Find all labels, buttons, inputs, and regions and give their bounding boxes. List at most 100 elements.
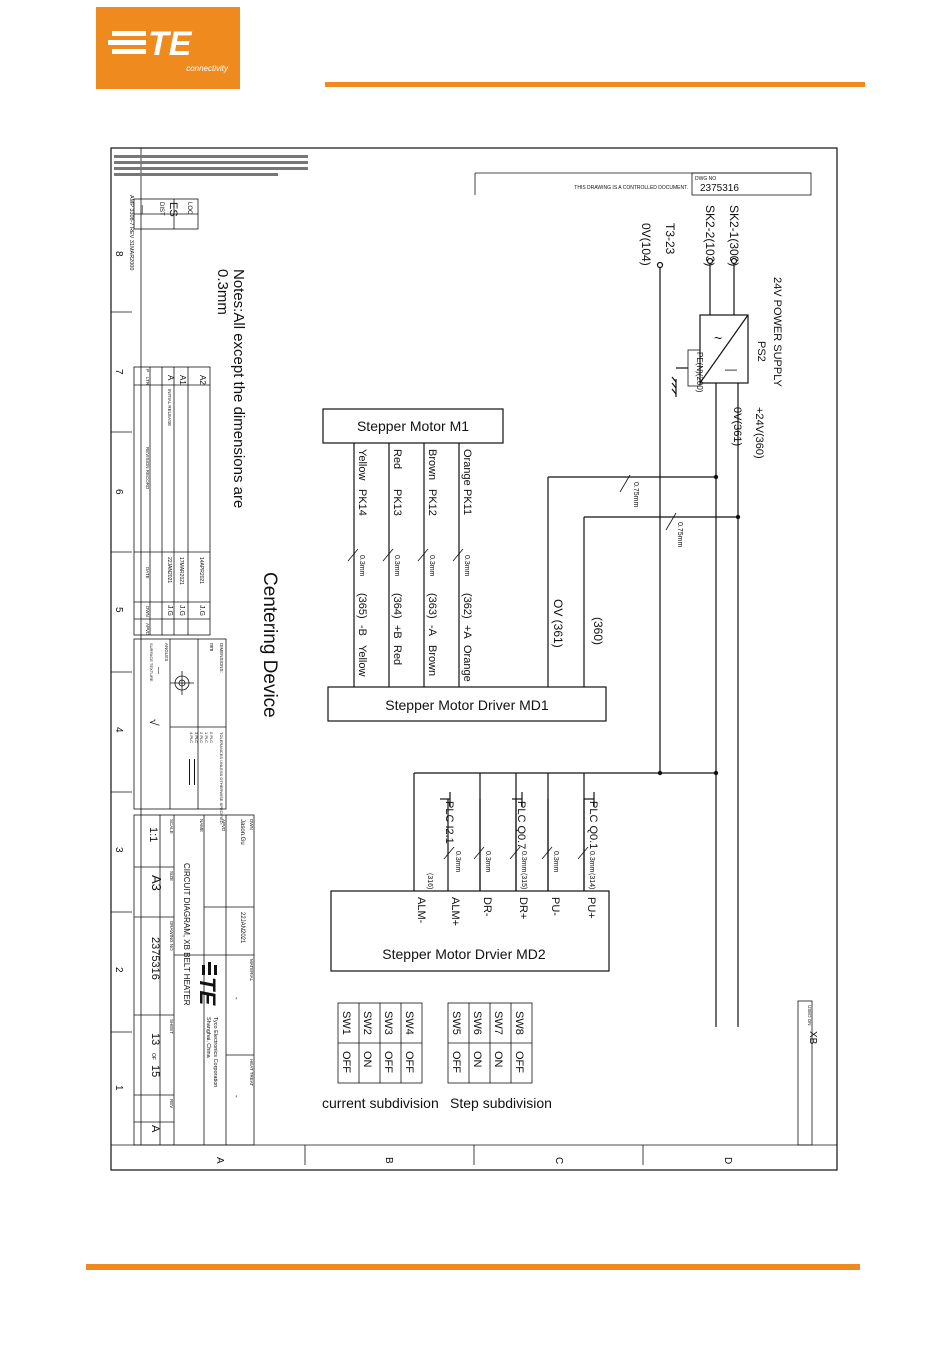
loc-label: LOC: [186, 202, 192, 215]
dimensions-unit: mm: [208, 643, 214, 651]
controlled-document-note: THIS DRAWING IS A CONTROLLED DOCUMENT.: [574, 185, 688, 191]
pin-pu-plus: PU+: [585, 897, 597, 919]
wire-yellow-size: 0.3mm: [358, 555, 365, 577]
wire-brown-color: Brown: [426, 449, 438, 480]
ps-dc-symbol: —: [725, 362, 737, 376]
stepper-motor-m1: [322, 408, 504, 444]
step-subdivision-table: SW8 OFF SW7 ON SW6 ON SW5 OFF Step subdi…: [447, 1002, 552, 1111]
scale-label: SCALE: [169, 819, 174, 834]
size-value: A3: [149, 875, 164, 891]
step-sw8-state: OFF: [513, 1051, 525, 1073]
tolerance-block: DIMENSIONS: mm TOLERANCES UNLESS OTHERWI…: [147, 643, 224, 825]
wire-yellow-color: Yellow: [356, 449, 368, 480]
term-316: (316): [426, 873, 433, 889]
input-0v-104: 0V(104): [639, 223, 653, 266]
size-label: SIZE: [169, 871, 174, 881]
wire-orange-sig: +A: [461, 625, 473, 639]
motor-m1-title: Stepper Motor M1: [357, 418, 469, 434]
power-supply-ps2: [699, 314, 749, 384]
title-block: DWN Jason.Gu 22JAN2021 APVD MATERIAL - H…: [147, 819, 254, 1133]
motor-wires: Orange PK11 0.3mm (362) +A Orange Brown …: [356, 449, 473, 682]
size-dr-plus: 0.3mm: [520, 851, 527, 873]
angles-label: ANGLES: [164, 643, 169, 661]
wire-brown-pk: PK12: [426, 489, 438, 516]
dist-label: DIST: [158, 202, 164, 216]
tol-row-0: 0 PLC: [209, 732, 214, 743]
revision-record: P LTR REVISION RECORD DATE DWN APVD A2 1…: [145, 369, 207, 636]
rev-a1-dwn: J.G: [178, 605, 185, 616]
ps-out-24v: +24V(360): [753, 407, 765, 459]
name-label: NAME: [199, 819, 204, 832]
wire-size-075-a: 0.75mm: [632, 482, 639, 507]
current-sw1-state: OFF: [340, 1051, 352, 1073]
logo-text: TE: [148, 25, 193, 63]
grid-number-6: 6: [113, 489, 124, 495]
grid-number-7: 7: [113, 369, 124, 375]
wire-orange-term: (362): [461, 593, 473, 619]
circuit-drawing-sheet: DWG NO THIS DRAWING IS A CONTROLLED DOCU…: [110, 147, 838, 1171]
drawing-no-value: 2375316: [149, 937, 161, 980]
header-dwg-number: 2375316: [700, 183, 739, 194]
grid-number-3: 3: [113, 847, 124, 853]
ps-out-0v: 0V(361): [731, 407, 743, 446]
step-sw7: SW7: [492, 1011, 504, 1035]
current-sw4: SW4: [403, 1011, 415, 1035]
wire-orange-color: Orange: [461, 449, 473, 486]
company-location: Shanghai, China: [205, 1017, 211, 1059]
current-sw3: SW3: [382, 1011, 394, 1035]
step-subdivision-caption: Step subdivision: [450, 1095, 552, 1111]
rev-a-date: 22JAN2021: [166, 557, 172, 583]
size-dr-minus: 0.3mm: [484, 851, 491, 873]
rev-a2-dwn: J.G: [198, 605, 205, 616]
tol-row-4: 4 PLC: [189, 732, 194, 743]
rev-a2-date: 14APR2021: [198, 557, 204, 584]
header-rule: [325, 82, 865, 87]
dwn-name: Jason.Gu: [239, 819, 245, 845]
used-on-value: XB: [807, 1031, 818, 1045]
current-sw4-state: OFF: [403, 1051, 415, 1073]
md2-title: Stepper Motor Drvier MD2: [382, 946, 546, 962]
grid-number-4: 4: [113, 727, 124, 733]
sheets-total: 15: [149, 1065, 161, 1077]
wire-brown-size: 0.3mm: [428, 555, 435, 577]
logo-subtitle: connectivity: [186, 64, 228, 73]
grid-letter-d: D: [722, 1157, 733, 1164]
pin-alm-plus: ALM+: [449, 897, 461, 926]
md2-signals: PLC Q0.1 PLC Q0.7 PLC I2.1 0.3mm 0.3mm 0…: [426, 801, 599, 889]
sheet-label: SHEET: [169, 1019, 174, 1034]
wire-red-color: Red: [391, 449, 403, 469]
plc-q0-1: PLC Q0.1: [587, 801, 599, 849]
wire-orange-size: 0.3mm: [463, 555, 470, 577]
rev-record-title: REVISION RECORD: [145, 447, 150, 490]
pin-pu-minus: PU-: [549, 897, 561, 916]
grid-number-8: 8: [113, 251, 124, 257]
current-sw3-state: OFF: [382, 1051, 394, 1073]
wire-size-075-b: 0.75mm: [676, 522, 683, 547]
pin-dr-minus: DR-: [481, 897, 493, 917]
centering-device-title: Centering Device: [259, 572, 280, 718]
dist-value: —: [138, 205, 148, 214]
notes-line-1: Notes:All except the dimensions are: [230, 269, 247, 508]
used-on-label: USED ON: [807, 1005, 812, 1026]
step-sw6-state: ON: [471, 1051, 483, 1068]
wire-red-pk: PK13: [391, 489, 403, 516]
material-label: MATERIAL: [249, 959, 254, 982]
term-315: (315): [520, 873, 527, 889]
dimensions-label: DIMENSIONS:: [219, 643, 224, 673]
ps-pe-label: PE(N)(200): [695, 352, 704, 393]
current-subdivision-caption: current subdivision: [322, 1095, 439, 1111]
wire-yellow-sig: -B: [356, 625, 368, 636]
dwg-no-label: DWG NO: [695, 176, 716, 182]
md1-360: (360): [591, 617, 605, 645]
company-name: Tyco Electronics Corporation: [212, 1017, 218, 1087]
grid-letter-c: C: [553, 1157, 564, 1164]
size-pu-plus: 0.3mm: [588, 851, 595, 873]
tolerances-label: TOLERANCES UNLESS OTHERWISE SPECIFIED:: [219, 732, 224, 825]
plc-i2-1: PLC I2.1: [443, 801, 455, 844]
wire-red-size: 0.3mm: [393, 555, 400, 577]
wire-red-term: (364): [391, 593, 403, 619]
dwn-date: 22JAN2021: [239, 912, 245, 944]
md1-title: Stepper Motor Driver MD1: [385, 697, 549, 713]
term-314: (314): [588, 873, 595, 889]
ground-symbol-icon: [671, 376, 677, 397]
